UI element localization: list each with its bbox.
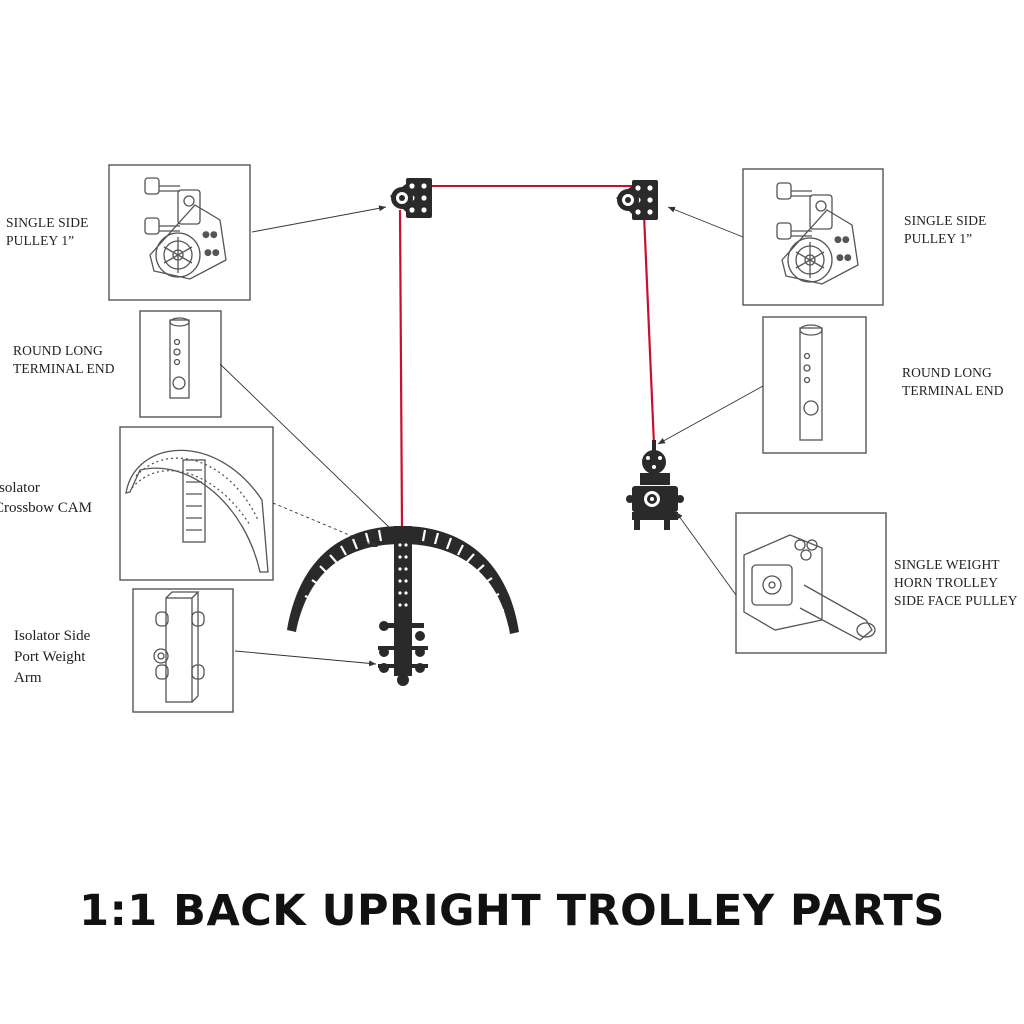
svg-text:●●: ●● <box>204 248 220 258</box>
top-pulley-left <box>390 178 432 218</box>
svg-text:●●: ●● <box>202 230 218 240</box>
trolley-icon <box>743 534 876 641</box>
leader-lines <box>219 205 764 667</box>
thumb-weight-arm <box>132 588 234 713</box>
thumb-terminal-left <box>139 310 222 418</box>
thumb-pulley-left: ●● ●● <box>108 164 251 301</box>
cable-system <box>398 185 656 529</box>
terminal-end-icon <box>169 317 190 399</box>
weight-arm-icon <box>153 591 205 703</box>
svg-text:●●: ●● <box>834 235 850 245</box>
crossbow-cam-assembly <box>287 526 519 686</box>
crossbow-cam-icon <box>125 449 269 573</box>
thumb-terminal-right <box>762 316 867 454</box>
terminal-end-icon <box>799 324 823 441</box>
pulley-icon: ●● ●● <box>776 182 859 285</box>
svg-text:●●: ●● <box>836 253 852 263</box>
trolley-assembly <box>626 440 684 530</box>
thumb-pulley-right: ●● ●● <box>742 168 884 306</box>
label-crossbow-cam: IsolatorCrossbow CAM <box>0 480 92 516</box>
page-title: 1:1 BACK UPRIGHT TROLLEY PARTS <box>79 886 945 936</box>
thumb-trolley <box>735 512 887 654</box>
thumb-crossbow-cam <box>119 426 274 581</box>
pulley-icon: ●● ●● <box>144 177 227 280</box>
